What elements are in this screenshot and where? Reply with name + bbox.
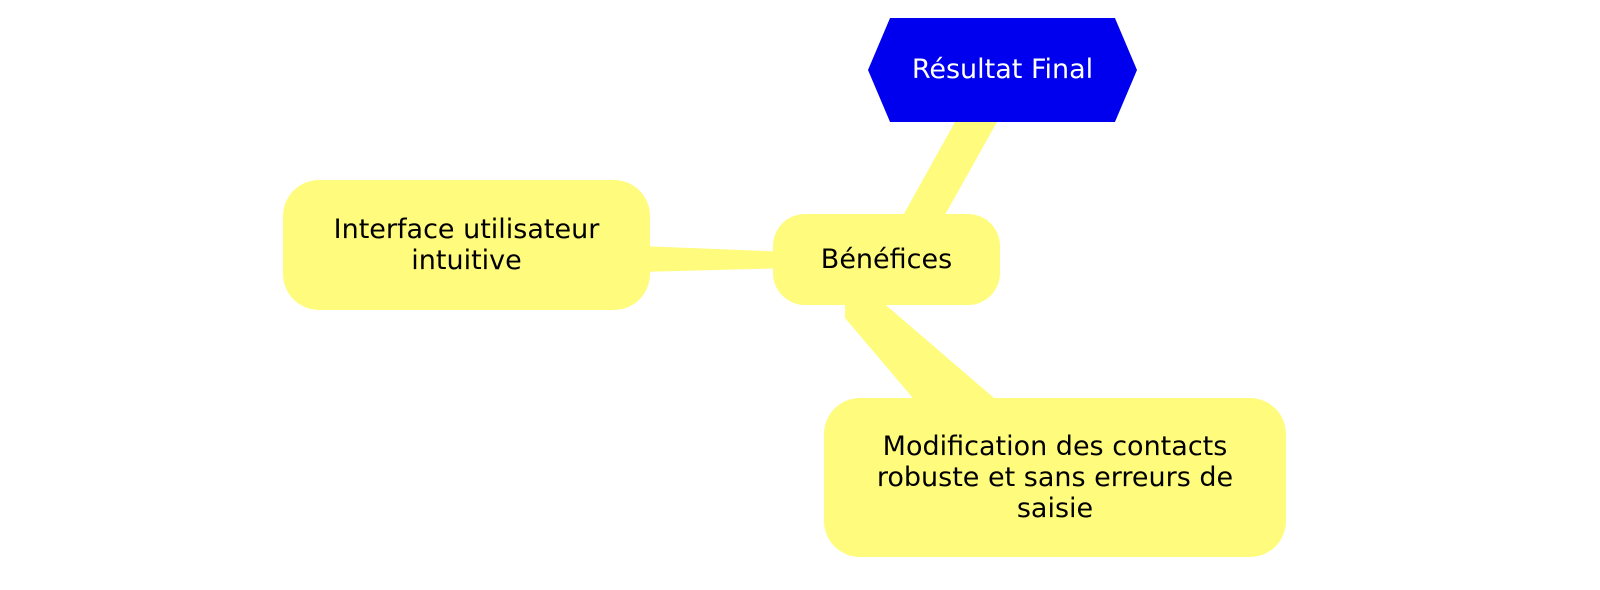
edge-benefices-to-interface xyxy=(640,246,790,272)
node-resultat-final[interactable]: Résultat Final xyxy=(868,18,1137,122)
node-resultat-final-label: Résultat Final xyxy=(911,54,1094,86)
edge-benefices-to-modification xyxy=(845,300,1008,430)
node-benefices[interactable]: Bénéfices xyxy=(773,214,1000,305)
node-modification-contacts[interactable]: Modification des contacts robuste et san… xyxy=(824,398,1286,557)
node-interface-utilisateur-label: Interface utilisateur intuitive xyxy=(333,213,600,276)
node-benefices-label: Bénéfices xyxy=(820,243,953,275)
node-modification-contacts-label: Modification des contacts robuste et san… xyxy=(876,430,1234,525)
node-interface-utilisateur[interactable]: Interface utilisateur intuitive xyxy=(283,180,650,310)
